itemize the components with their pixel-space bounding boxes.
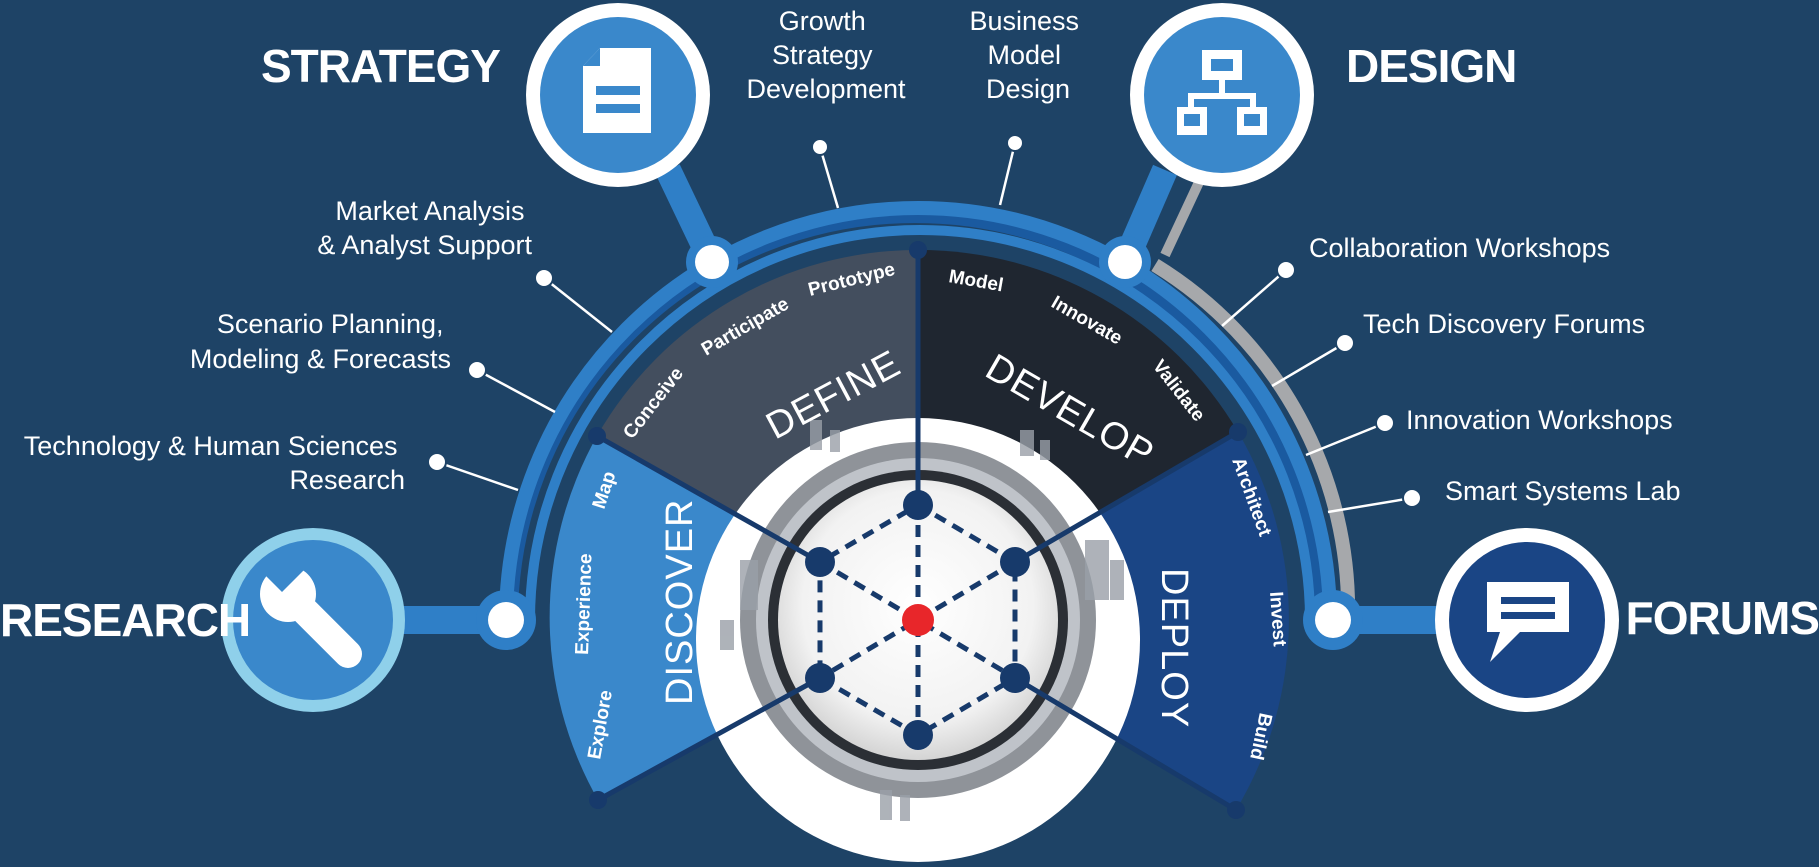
spokes bbox=[595, 250, 1240, 813]
spoke-end-top bbox=[909, 241, 927, 259]
center-node bbox=[902, 604, 934, 636]
growth-strategy-label: Growth Strategy Development bbox=[746, 6, 906, 104]
deploy-step-invest: Invest bbox=[1265, 591, 1290, 648]
ring-node-strategy-inner bbox=[695, 245, 729, 279]
scenario-planning-label: Scenario Planning, Modeling & Forecasts bbox=[190, 309, 451, 374]
deploy-label: DEPLOY bbox=[1153, 568, 1195, 728]
design-connector-gray bbox=[1160, 177, 1205, 258]
tech-discovery-forums-label: Tech Discovery Forums bbox=[1363, 309, 1645, 339]
spoke-end-upper-right bbox=[1229, 423, 1247, 441]
chat-bubble-icon bbox=[1487, 582, 1569, 662]
outer-ring-gray bbox=[1151, 259, 1356, 621]
document-icon bbox=[583, 48, 651, 133]
org-chart-icon bbox=[1177, 50, 1267, 135]
callout-lines bbox=[436, 142, 1413, 514]
spoke-end-lower-left bbox=[589, 791, 607, 809]
discover-label: DISCOVER bbox=[659, 499, 701, 705]
smart-systems-lab-label: Smart Systems Lab bbox=[1445, 476, 1681, 506]
spoke-end-lower-right bbox=[1227, 801, 1245, 819]
business-model-label: Business Model Design bbox=[969, 6, 1086, 104]
design-title: DESIGN bbox=[1346, 40, 1516, 92]
forums-title: FORUMS bbox=[1626, 592, 1819, 644]
inner-ring-blue bbox=[525, 225, 1315, 621]
research-title: RESEARCH bbox=[0, 594, 250, 646]
callout-dots bbox=[427, 134, 1422, 508]
ring-node-research-inner bbox=[488, 602, 524, 638]
technology-research-label: Technology & Human Sciences Research bbox=[24, 431, 405, 495]
collaboration-workshops-label: Collaboration Workshops bbox=[1309, 233, 1610, 263]
hex-nodes bbox=[805, 490, 1030, 750]
wrench-icon bbox=[260, 550, 362, 668]
outer-ring-blue bbox=[499, 201, 1337, 621]
ring-node-design-inner bbox=[1108, 245, 1142, 279]
ring-node-forums-inner bbox=[1315, 602, 1351, 638]
strategy-title: STRATEGY bbox=[261, 40, 500, 92]
spoke-end-upper-left bbox=[588, 427, 606, 445]
innovation-workshops-label: Innovation Workshops bbox=[1406, 405, 1673, 435]
skyline-decoration bbox=[720, 420, 1124, 821]
market-analysis-label: Market Analysis & Analyst Support bbox=[317, 196, 532, 260]
discover-step-experience: Experience bbox=[572, 553, 597, 655]
